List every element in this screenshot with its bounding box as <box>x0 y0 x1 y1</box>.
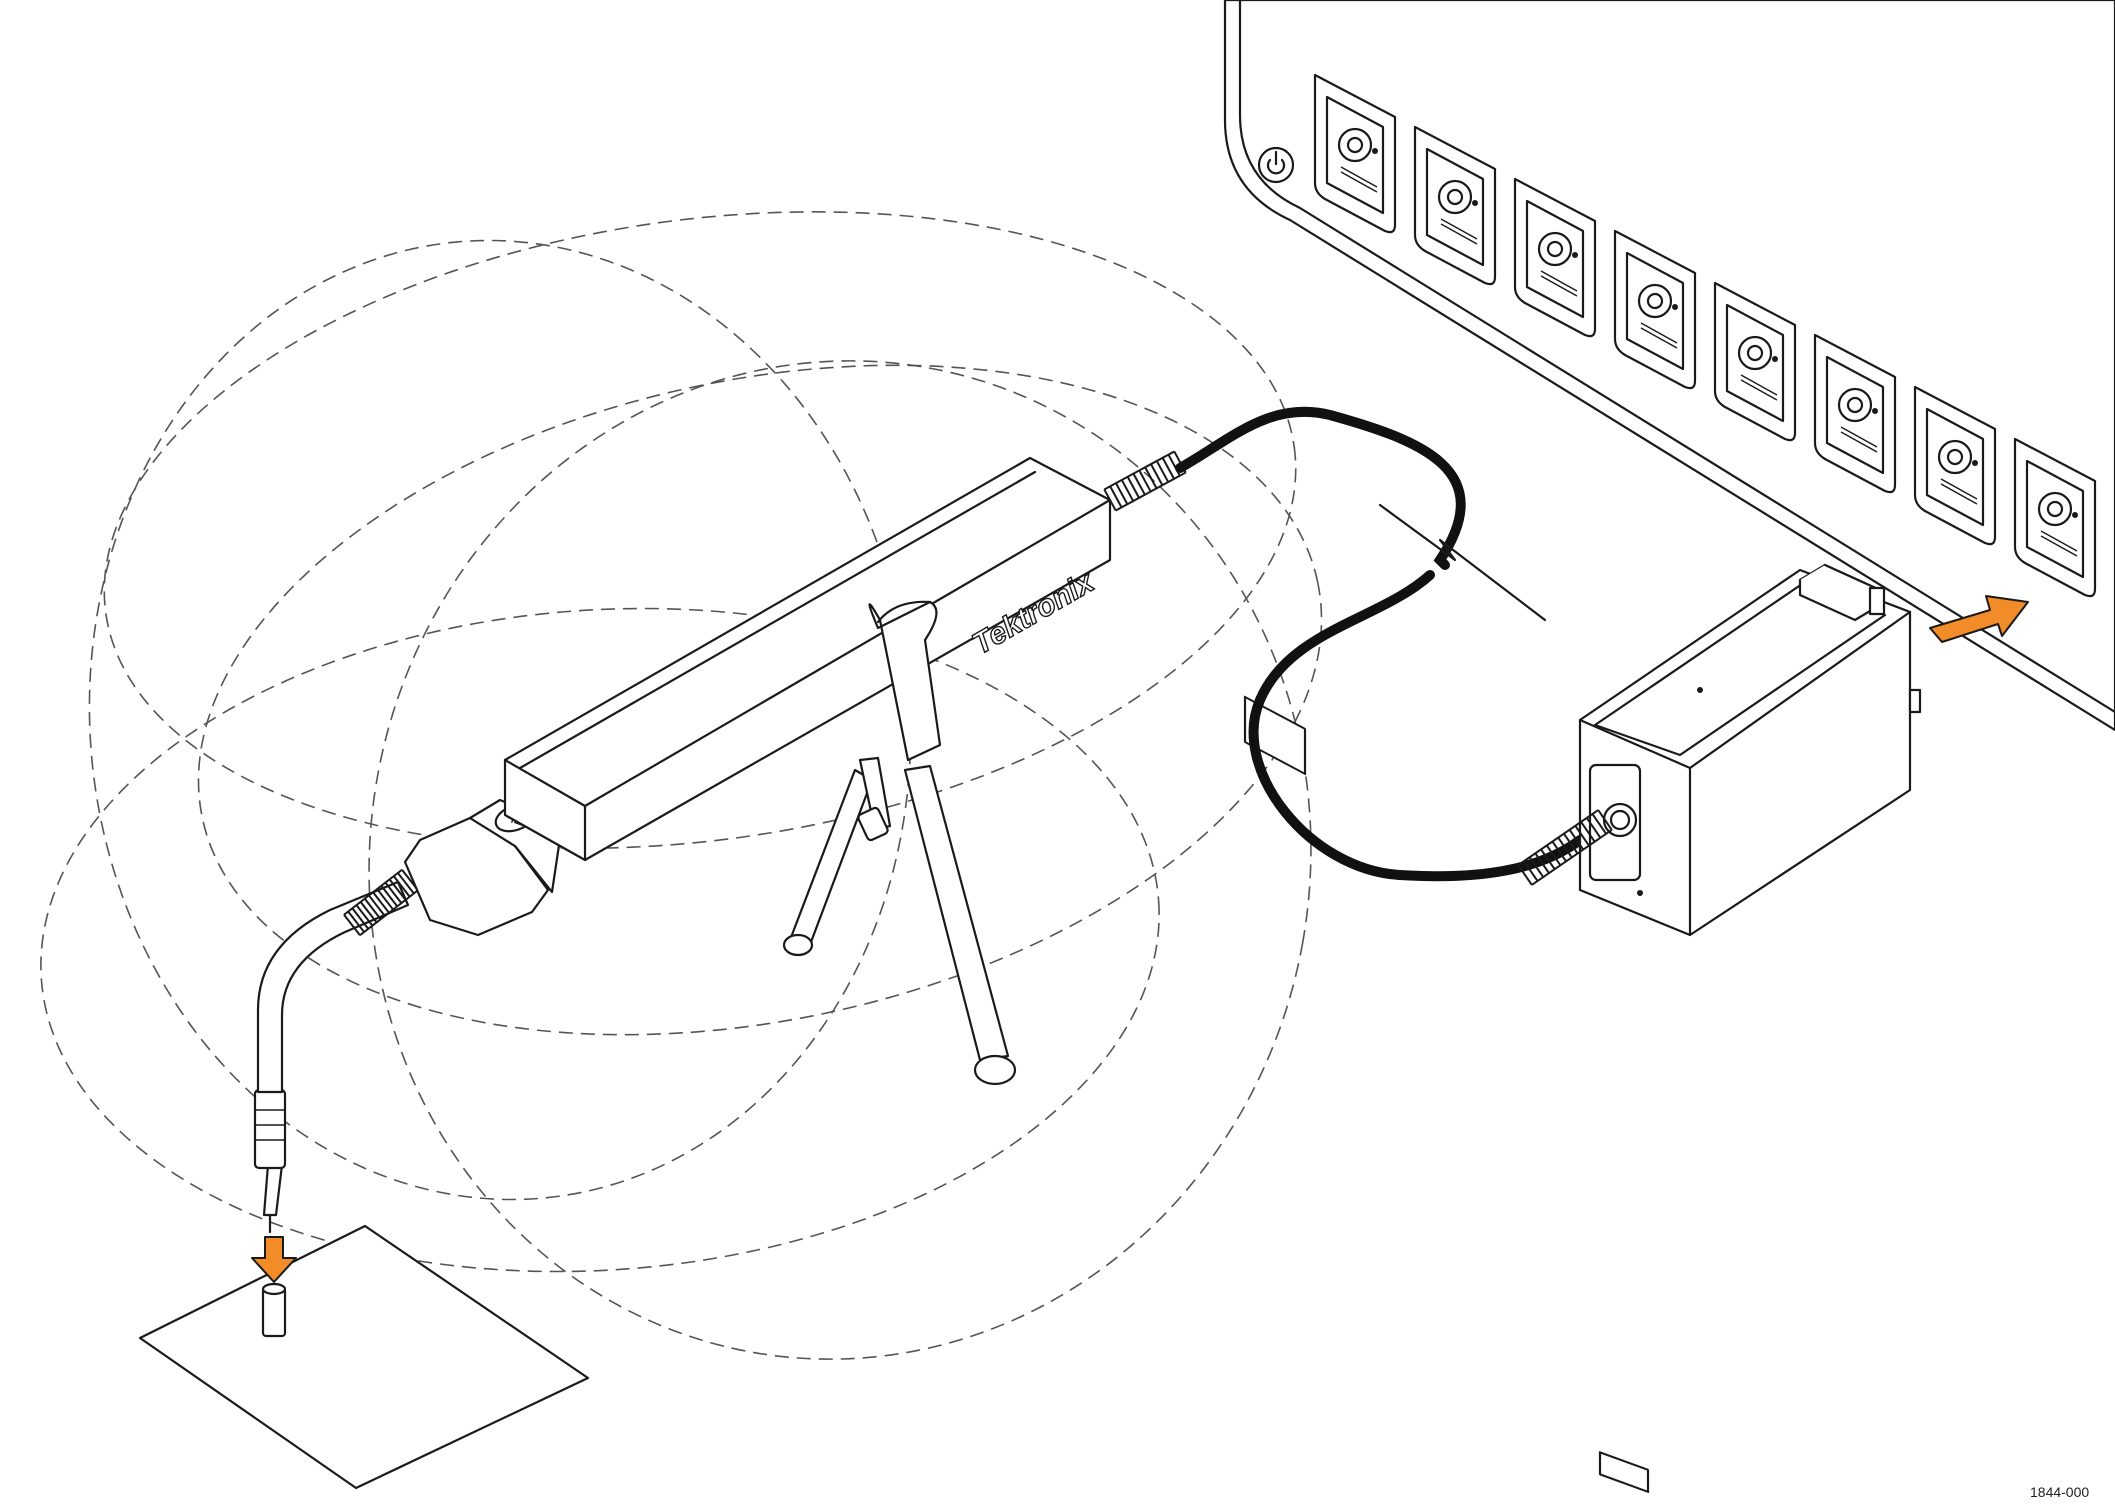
channel-inputs <box>1313 73 2097 598</box>
test-board <box>138 1224 590 1490</box>
channel-input-port[interactable] <box>1713 281 1797 442</box>
figure-id: 1844-000 <box>2030 1484 2090 1500</box>
channel-input-port[interactable] <box>2013 437 2097 598</box>
power-icon[interactable] <box>1257 146 1295 184</box>
wireless-link-icon <box>1378 503 1547 622</box>
interface-module <box>1517 563 1922 1493</box>
channel-input-port[interactable] <box>1413 125 1497 286</box>
oscilloscope-panel <box>1223 0 2115 776</box>
channel-input-port[interactable] <box>1313 73 1397 234</box>
probe-tip-cable <box>253 868 419 1234</box>
channel-input-port[interactable] <box>1813 333 1897 494</box>
channel-input-port[interactable] <box>1513 177 1597 338</box>
channel-input-port[interactable] <box>1613 229 1697 390</box>
field-ellipses <box>40 211 1323 1360</box>
tripod-stand <box>782 756 1017 1086</box>
interconnect-cable <box>1175 406 1585 882</box>
module-strain-relief <box>1517 809 1613 886</box>
connection-arrow-icon <box>1929 595 2029 643</box>
probe-head: Tk Tektronix <box>403 450 1187 937</box>
probe-rear-strain-relief <box>1103 450 1187 512</box>
channel-input-port[interactable] <box>1913 385 1997 546</box>
probe-tip-arrow-icon <box>251 1236 297 1283</box>
